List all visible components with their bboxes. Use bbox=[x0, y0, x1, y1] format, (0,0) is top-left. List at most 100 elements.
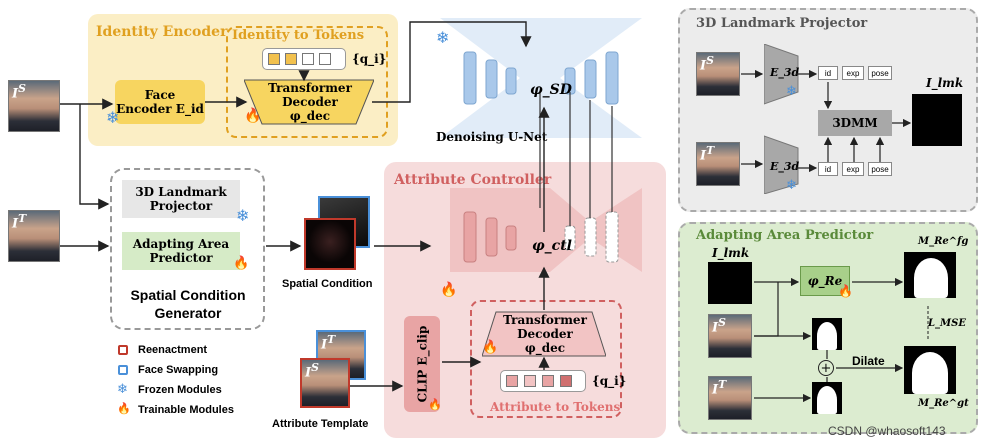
lp-arrows bbox=[741, 69, 912, 173]
ap-target-face-label: IT bbox=[712, 378, 727, 398]
ap-add-operator-icon: + bbox=[818, 360, 834, 376]
ap-net-box: φ_Re bbox=[800, 266, 850, 296]
lp-param-exp-top: exp bbox=[842, 66, 864, 80]
unet-diagram bbox=[440, 18, 642, 272]
ap-mask-middle-image bbox=[812, 318, 842, 350]
ap-arrows bbox=[754, 277, 929, 403]
legend-label: Face Swapping bbox=[138, 364, 219, 376]
attribute-token bbox=[524, 375, 536, 387]
identity-tokens-label: {q_i} bbox=[352, 52, 387, 66]
flame-icon: 🔥 bbox=[482, 340, 499, 355]
ap-input-landmark-image bbox=[708, 262, 752, 304]
lp-param-id-top: id bbox=[818, 66, 838, 80]
face-encoder-box: Face Encoder E_id bbox=[115, 80, 205, 124]
clip-encoder-box: CLIP E_clip bbox=[404, 316, 440, 412]
adapting-area-chip: Adapting Area Predictor bbox=[122, 232, 240, 270]
identity-token bbox=[285, 53, 297, 65]
ap-fg-label: M_Re^fg bbox=[918, 236, 969, 247]
unet-label: φ_SD bbox=[530, 82, 572, 98]
identity-token bbox=[319, 53, 331, 65]
attribute-decoder-shape bbox=[482, 311, 606, 357]
ap-mask-bottom-image bbox=[812, 382, 842, 414]
lp-param-pose-bottom: pose bbox=[868, 162, 892, 176]
lp-target-face: IT bbox=[696, 142, 740, 186]
ap-loss-label: L_MSE bbox=[928, 318, 966, 329]
flame-icon: 🔥 bbox=[233, 256, 250, 271]
landmark-projector-chip: 3D Landmark Projector bbox=[122, 180, 240, 218]
landmark-projector-chip-label: 3D Landmark Projector bbox=[135, 185, 227, 213]
lp-output-label: I_lmk bbox=[926, 76, 964, 90]
snowflake-icon: ❄ bbox=[786, 84, 797, 99]
spatial-generator-box bbox=[110, 168, 265, 330]
identity-decoder-label: Transformer Decoder φ_dec bbox=[268, 81, 352, 123]
watermark: CSDN @whaosoft143 bbox=[828, 424, 946, 438]
controller-block bbox=[485, 217, 498, 257]
ap-input-label: I_lmk bbox=[712, 246, 750, 260]
source-face-image: IS bbox=[8, 80, 60, 132]
flame-icon: 🔥 bbox=[838, 284, 853, 298]
controller-hourglass bbox=[450, 188, 642, 272]
legend-label: Frozen Modules bbox=[138, 384, 222, 396]
target-face-label: IT bbox=[12, 212, 27, 232]
unet-block bbox=[463, 51, 477, 105]
lp-param-pose-top: pose bbox=[868, 66, 892, 80]
unet-hourglass bbox=[440, 18, 642, 138]
legend-label: Reenactment bbox=[138, 344, 208, 356]
lp-encoder-label-top: E_3d bbox=[770, 66, 800, 79]
snowflake-icon: ❄ bbox=[106, 108, 120, 127]
ap-gt-mask-image bbox=[904, 346, 956, 394]
adapting-area-chip-label: Adapting Area Predictor bbox=[132, 237, 230, 265]
attribute-template-front-label: IS bbox=[305, 361, 319, 381]
snowflake-icon: ❄ bbox=[436, 28, 450, 47]
attribute-template-back-label: IT bbox=[321, 333, 336, 353]
spatial-condition-front-image bbox=[304, 218, 356, 270]
lp-encoder-shapes bbox=[764, 44, 799, 194]
lp-output-image bbox=[912, 94, 962, 146]
unet-block bbox=[584, 59, 597, 99]
legend-label: Trainable Modules bbox=[138, 404, 234, 416]
controller-block bbox=[463, 211, 477, 263]
identity-to-tokens-title: Identity to Tokens bbox=[232, 28, 365, 43]
ap-target-face: IT bbox=[708, 376, 752, 420]
lp-3dmm-label: 3DMM bbox=[832, 116, 878, 130]
ap-source-face-label: IS bbox=[712, 316, 726, 336]
ap-source-face: IS bbox=[708, 314, 752, 358]
attribute-token bbox=[542, 375, 554, 387]
attribute-tokens-label: {q_i} bbox=[592, 374, 627, 388]
ap-net-label: φ_Re bbox=[807, 274, 843, 288]
legend-blue-square bbox=[118, 365, 128, 375]
attribute-template-caption: Attribute Template bbox=[272, 418, 369, 430]
attribute-decoder-label: Transformer Decoder φ_dec bbox=[503, 313, 587, 355]
adapting-predictor-title: Adapting Area Predictor bbox=[696, 228, 874, 243]
identity-decoder-shape bbox=[244, 79, 374, 125]
legend-red-square bbox=[118, 345, 128, 355]
snowflake-icon: ❄ bbox=[236, 206, 250, 225]
controller-block bbox=[505, 225, 517, 251]
lp-3dmm-box: 3DMM bbox=[818, 110, 892, 136]
target-face-image: IT bbox=[8, 210, 60, 262]
attribute-token bbox=[560, 375, 572, 387]
identity-to-tokens-box bbox=[226, 26, 388, 138]
attribute-controller-title: Attribute Controller bbox=[394, 172, 552, 188]
attribute-template-front-image: IS bbox=[300, 358, 350, 408]
legend: Reenactment Face Swapping ❄ Frozen Modul… bbox=[117, 342, 278, 422]
lp-encoder-label-bottom: E_3d bbox=[770, 160, 800, 173]
spatial-generator-title: Spatial Condition Generator bbox=[130, 287, 246, 321]
attribute-to-tokens-title: Attribute to Tokens bbox=[490, 400, 621, 414]
identity-token bbox=[268, 53, 280, 65]
flame-icon: 🔥 bbox=[244, 108, 262, 124]
unet-block bbox=[485, 59, 498, 99]
identity-encoder-title: Identity Encoder bbox=[96, 24, 228, 40]
flame-icon: 🔥 bbox=[440, 282, 458, 298]
lp-source-face: IS bbox=[696, 52, 740, 96]
landmark-projector-title: 3D Landmark Projector bbox=[696, 16, 868, 31]
flame-icon: 🔥 bbox=[428, 398, 442, 411]
identity-token bbox=[302, 53, 314, 65]
face-encoder-label: Face Encoder E_id bbox=[116, 88, 204, 116]
unet-block bbox=[605, 51, 619, 105]
snowflake-icon: ❄ bbox=[117, 382, 128, 397]
spatial-condition-caption: Spatial Condition bbox=[282, 278, 373, 290]
snowflake-icon: ❄ bbox=[786, 178, 797, 193]
attribute-token bbox=[506, 375, 518, 387]
